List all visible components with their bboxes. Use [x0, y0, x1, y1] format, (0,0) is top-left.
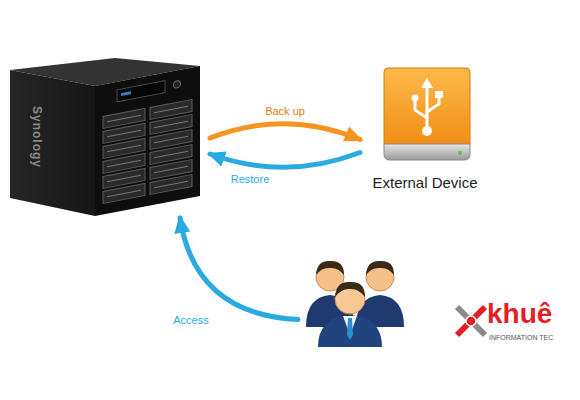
- logo-subtitle: INFORMATION TEC: [489, 334, 553, 341]
- usb-square: [435, 91, 443, 98]
- flow-arrow: [210, 124, 360, 140]
- nas-front: [95, 66, 200, 216]
- nas-illustration: [10, 58, 200, 216]
- drive-body: [384, 68, 470, 148]
- nas-led: [121, 91, 131, 96]
- arrow-label: Back up: [265, 105, 305, 117]
- usb-dot: [412, 95, 419, 102]
- external-drive-illustration: [384, 68, 470, 160]
- nas-display: [117, 81, 165, 102]
- brand-label: Synology: [30, 106, 44, 168]
- arrow-label: Access: [173, 314, 208, 326]
- drive-bays: [103, 99, 192, 203]
- nas-device: Synology: [10, 58, 210, 218]
- arrow-label: Restore: [231, 173, 270, 185]
- usb-dot: [422, 126, 432, 136]
- flow-arrow: [180, 218, 298, 319]
- bay-handles: [107, 106, 188, 196]
- user-group: [298, 255, 410, 347]
- logo-text: khuê: [487, 298, 552, 330]
- usb-arrow: [421, 78, 433, 88]
- drive-light: [458, 151, 462, 155]
- drive-base: [384, 144, 470, 160]
- users-illustration: [306, 261, 404, 347]
- nas-side: [10, 70, 95, 216]
- external-device: External Device: [360, 68, 490, 198]
- nas-button: [174, 80, 181, 88]
- flow-arrow: [210, 153, 360, 168]
- logo-mark: [457, 307, 485, 335]
- device-label: External Device: [360, 174, 490, 191]
